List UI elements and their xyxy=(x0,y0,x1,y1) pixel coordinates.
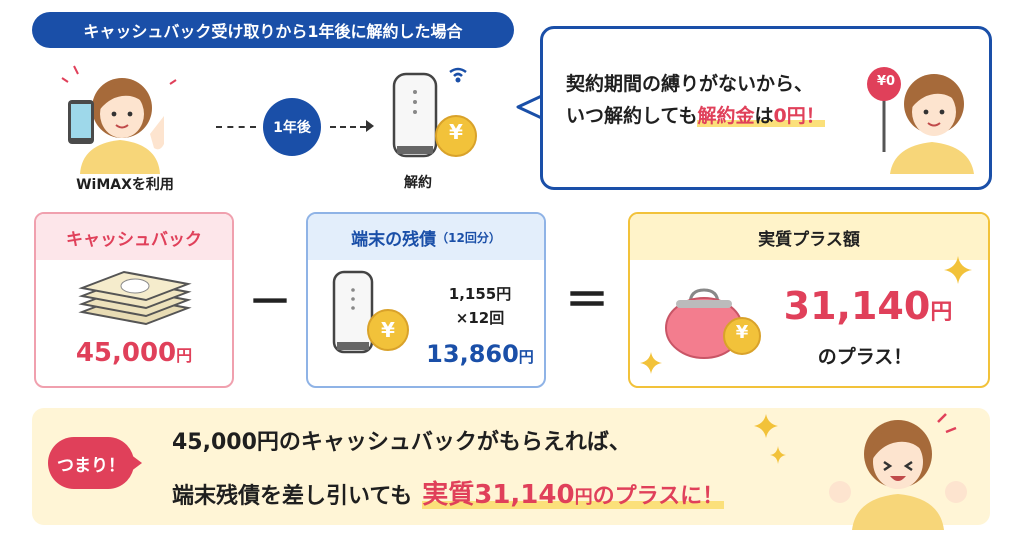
cancel-fee-text: 解約金 xyxy=(697,105,755,128)
bubble-line2: いつ解約しても解約金は0円！ xyxy=(566,105,825,128)
summary-line1: 45,000円のキャッシュバックがもらえれば、 xyxy=(172,430,631,455)
residual-breakdown: 1,155円 ×12回 xyxy=(430,282,530,330)
cashback-title: キャッシュバック xyxy=(36,214,232,260)
flow-dash-left xyxy=(216,126,256,128)
router-cancel-illustration xyxy=(392,67,477,158)
zero-yen-sign-text: ¥0 xyxy=(876,74,896,89)
use-wimax-label: WiMAXを利用 xyxy=(76,177,174,193)
banknote-stack-icon xyxy=(78,270,192,326)
woman-with-phone-illustration xyxy=(61,65,177,174)
purse-yen-coin-icon: ¥ xyxy=(735,322,749,343)
installment-count: ×12回 xyxy=(455,309,505,327)
summary-highlight-amount: 実質31,140 xyxy=(422,480,575,510)
net-plus-title: 実質プラス額 xyxy=(630,214,988,260)
yen-coin-icon: ¥ xyxy=(449,120,463,144)
residual-total: 13,860円 xyxy=(426,340,534,368)
net-plus-suffix: のプラス！ xyxy=(817,346,913,368)
residual-yen-coin-icon: ¥ xyxy=(381,318,395,342)
one-year-later-badge: 1年後 xyxy=(263,98,321,156)
equals-operator: ＝ xyxy=(565,275,609,326)
summary-line2: 端末残債を差し引いても実質31,140円のプラスに！ xyxy=(172,480,725,510)
monthly-payment: 1,155円 xyxy=(448,285,512,303)
scenario-title: キャッシュバック受け取りから1年後に解約した場合 xyxy=(32,12,514,48)
net-plus-amount: 31,140円 xyxy=(783,284,953,328)
happy-woman-illustration xyxy=(829,413,967,530)
residual-title: 端末の残債（12回分） xyxy=(308,214,544,260)
zero-yen-text: 0円 xyxy=(773,105,806,128)
bubble-line1: 契約期間の縛りがないから、 xyxy=(566,73,814,95)
coin-purse-icon xyxy=(665,288,761,359)
net-plus-card: 実質プラス額 xyxy=(628,212,990,388)
sparkle-icon-small xyxy=(640,352,662,374)
summary-badge-tail xyxy=(130,454,142,472)
router-device-icon xyxy=(332,270,409,354)
bubble-message: 契約期間の縛りがないから、 いつ解約しても解約金は0円！ xyxy=(566,68,886,133)
device-residual-card: 端末の残債（12回分） xyxy=(306,212,546,388)
sparkle-icon xyxy=(944,256,972,284)
cashback-amount: 45,000円 xyxy=(75,338,193,368)
woman-with-zero-sign-illustration xyxy=(867,67,974,174)
flow-arrow-head xyxy=(366,120,374,132)
cancel-label: 解約 xyxy=(404,175,432,191)
summary-badge: つまり！ xyxy=(48,437,134,489)
sparkle-icons-bottom xyxy=(754,414,786,464)
flow-dash-right xyxy=(330,126,366,128)
minus-operator: － xyxy=(248,277,292,328)
